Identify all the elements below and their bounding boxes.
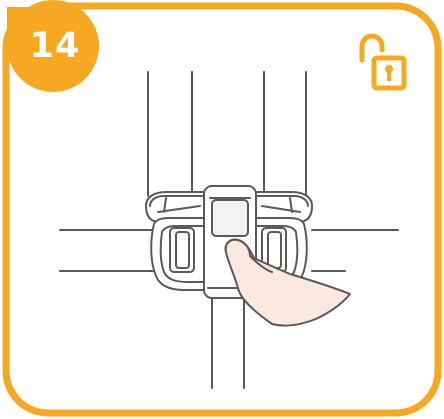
left-shoulder-strap bbox=[147, 71, 193, 197]
left-waist-strap bbox=[59, 229, 157, 272]
step-number: 14 bbox=[29, 26, 81, 66]
unlocked-padlock-icon bbox=[359, 33, 407, 91]
right-shoulder-strap bbox=[263, 71, 307, 197]
crotch-strap bbox=[211, 295, 245, 389]
left-buckle-tongue bbox=[145, 191, 211, 291]
step-badge-corner bbox=[7, 7, 53, 47]
right-waist-strap bbox=[311, 229, 399, 272]
hand-pressing-button bbox=[224, 238, 351, 327]
